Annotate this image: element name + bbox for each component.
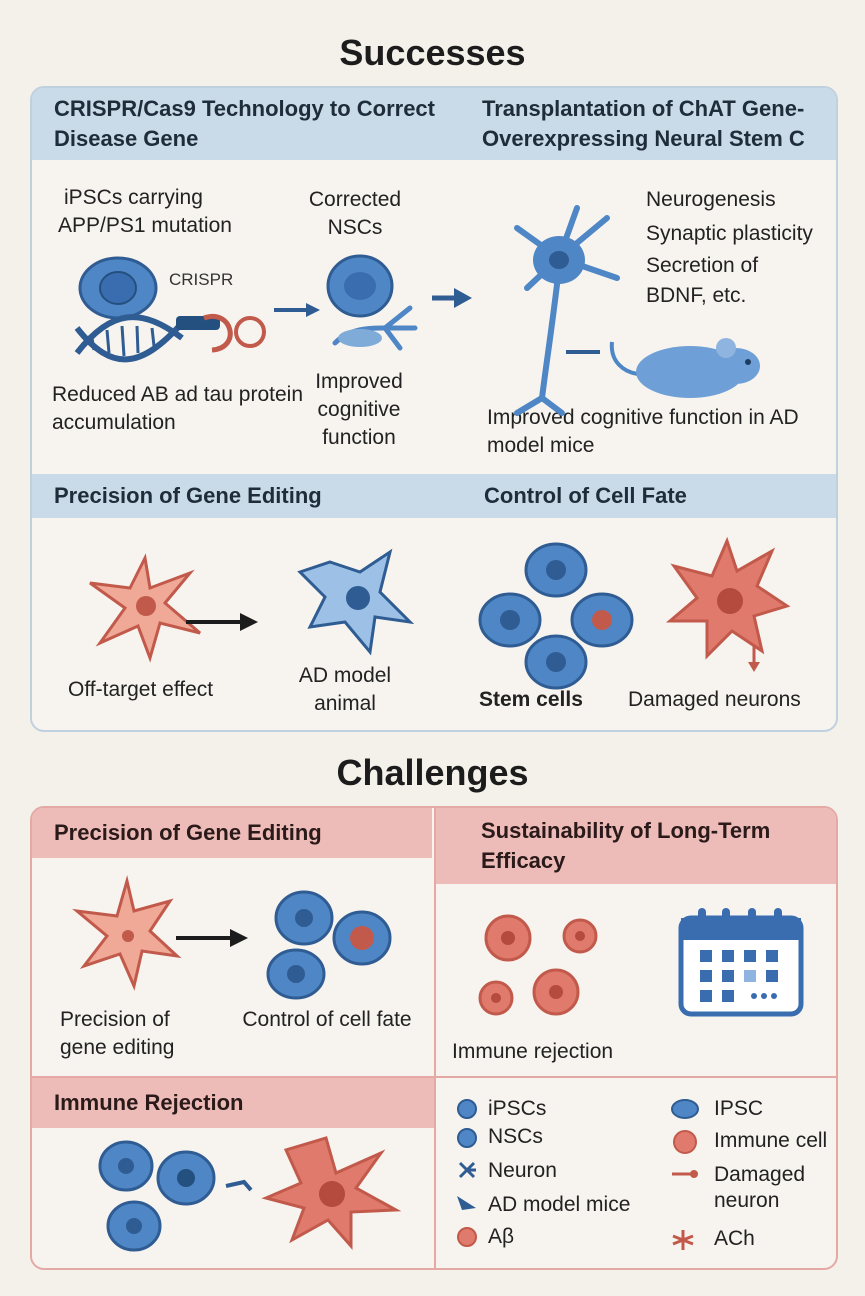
neuron-icon <box>514 205 620 416</box>
small-neuron-icon <box>332 305 418 351</box>
admodel-label: AD model animal <box>298 664 392 715</box>
legend-ach-swatch <box>672 1230 694 1250</box>
legend-ipscs: iPSCs <box>488 1097 547 1120</box>
legend-neuron: Neuron <box>488 1159 557 1182</box>
crispr-header: CRISPR/Cas9 Technology to Correct Diseas… <box>32 88 472 160</box>
challenge-precision-header: Precision of Gene Editing <box>32 808 432 858</box>
immune-rejection-icon <box>98 1136 402 1252</box>
legend-abeta-swatch <box>457 1227 477 1247</box>
challenge-divider-h <box>32 1076 836 1078</box>
challenge-red-neuron-icon <box>72 875 182 991</box>
challenge-precision-label: Precision of gene editing <box>60 1008 175 1059</box>
legend-damaged-swatch <box>672 1170 698 1178</box>
ipsc-label-2: APP/PS1 mutation <box>58 214 232 237</box>
legend-ach: ACh <box>714 1227 755 1250</box>
legend-immune-cell: Immune cell <box>714 1129 828 1152</box>
legend-nsc-swatch <box>457 1128 477 1148</box>
legend-immune-swatch <box>673 1130 697 1154</box>
stemcells-label: Stem cells <box>479 688 583 711</box>
ipsc-label-1: iPSCs carrying <box>64 186 203 209</box>
damaged-neuron-icon <box>665 536 791 672</box>
fate-header: Control of Cell Fate <box>484 483 687 508</box>
legend-abeta: Aβ <box>488 1225 515 1248</box>
double-arrow-icon <box>432 288 472 308</box>
legend-ipsc-swatch <box>457 1099 477 1119</box>
mouse-icon <box>566 338 760 398</box>
calendar-icon <box>678 908 804 1017</box>
reduced-label: Reduced AB ad tau protein accumulation <box>52 383 304 434</box>
blue-neuron-icon <box>297 548 415 656</box>
corrected-label: Corrected NSCs <box>308 188 402 239</box>
vertical-divider <box>434 808 436 1268</box>
nsc-cell-icon <box>326 254 394 318</box>
immune-cells-icon <box>478 914 598 1016</box>
effect-bdnf: BDNF, etc. <box>646 284 747 307</box>
effect-secretion: Secretion of <box>646 254 759 277</box>
precision-header: Precision of Gene Editing <box>32 474 836 518</box>
challenge-arrow-icon <box>176 929 248 947</box>
challenge-immune-label: Immune rejection <box>452 1040 614 1063</box>
crispr-label: CRISPR <box>169 270 234 289</box>
effect-synaptic: Synaptic plasticity <box>646 222 813 245</box>
legend-neuron-swatch <box>458 1161 476 1179</box>
red-neuron-icon <box>89 553 201 663</box>
damaged-label: Damaged neurons <box>628 688 801 711</box>
challenge-fate-label: Control of cell fate <box>242 1008 412 1031</box>
offtarget-label: Off-target effect <box>68 678 214 701</box>
legend-ipsc-right: IPSC <box>714 1097 764 1120</box>
improved-label: Improved cognitive function <box>315 370 403 449</box>
stem-cells-icon <box>478 542 634 690</box>
legend-mice-swatch <box>457 1196 476 1210</box>
arrow-icon <box>274 303 320 317</box>
challenges-title: Challenges <box>336 752 529 793</box>
immune-header: Immune Rejection <box>32 1078 434 1128</box>
mice-label: Improved cognitive function in AD model … <box>487 406 799 457</box>
sustain-header: Sustainability of Long-Term Efficacy <box>436 808 836 884</box>
effect-neurogenesis: Neurogenesis <box>646 188 776 211</box>
legend-admodel-mice: AD model mice <box>488 1193 631 1216</box>
arrow-right-icon <box>186 613 258 631</box>
challenge-cells-icon <box>266 890 392 1000</box>
challenges-panel: Precision of Gene Editing Sustainability… <box>30 806 838 1270</box>
legend-damaged-neuron: Damaged neuron <box>714 1163 806 1212</box>
successes-title: Successes <box>339 32 526 73</box>
dna-icon <box>74 313 266 363</box>
legend-nscs: NSCs <box>488 1125 543 1148</box>
legend-ipsc-right-swatch <box>671 1099 699 1119</box>
transplant-header: Transplantation of ChAT Gene-Overexpress… <box>462 88 836 160</box>
successes-panel: CRISPR/Cas9 Technology to Correct Diseas… <box>30 86 838 732</box>
